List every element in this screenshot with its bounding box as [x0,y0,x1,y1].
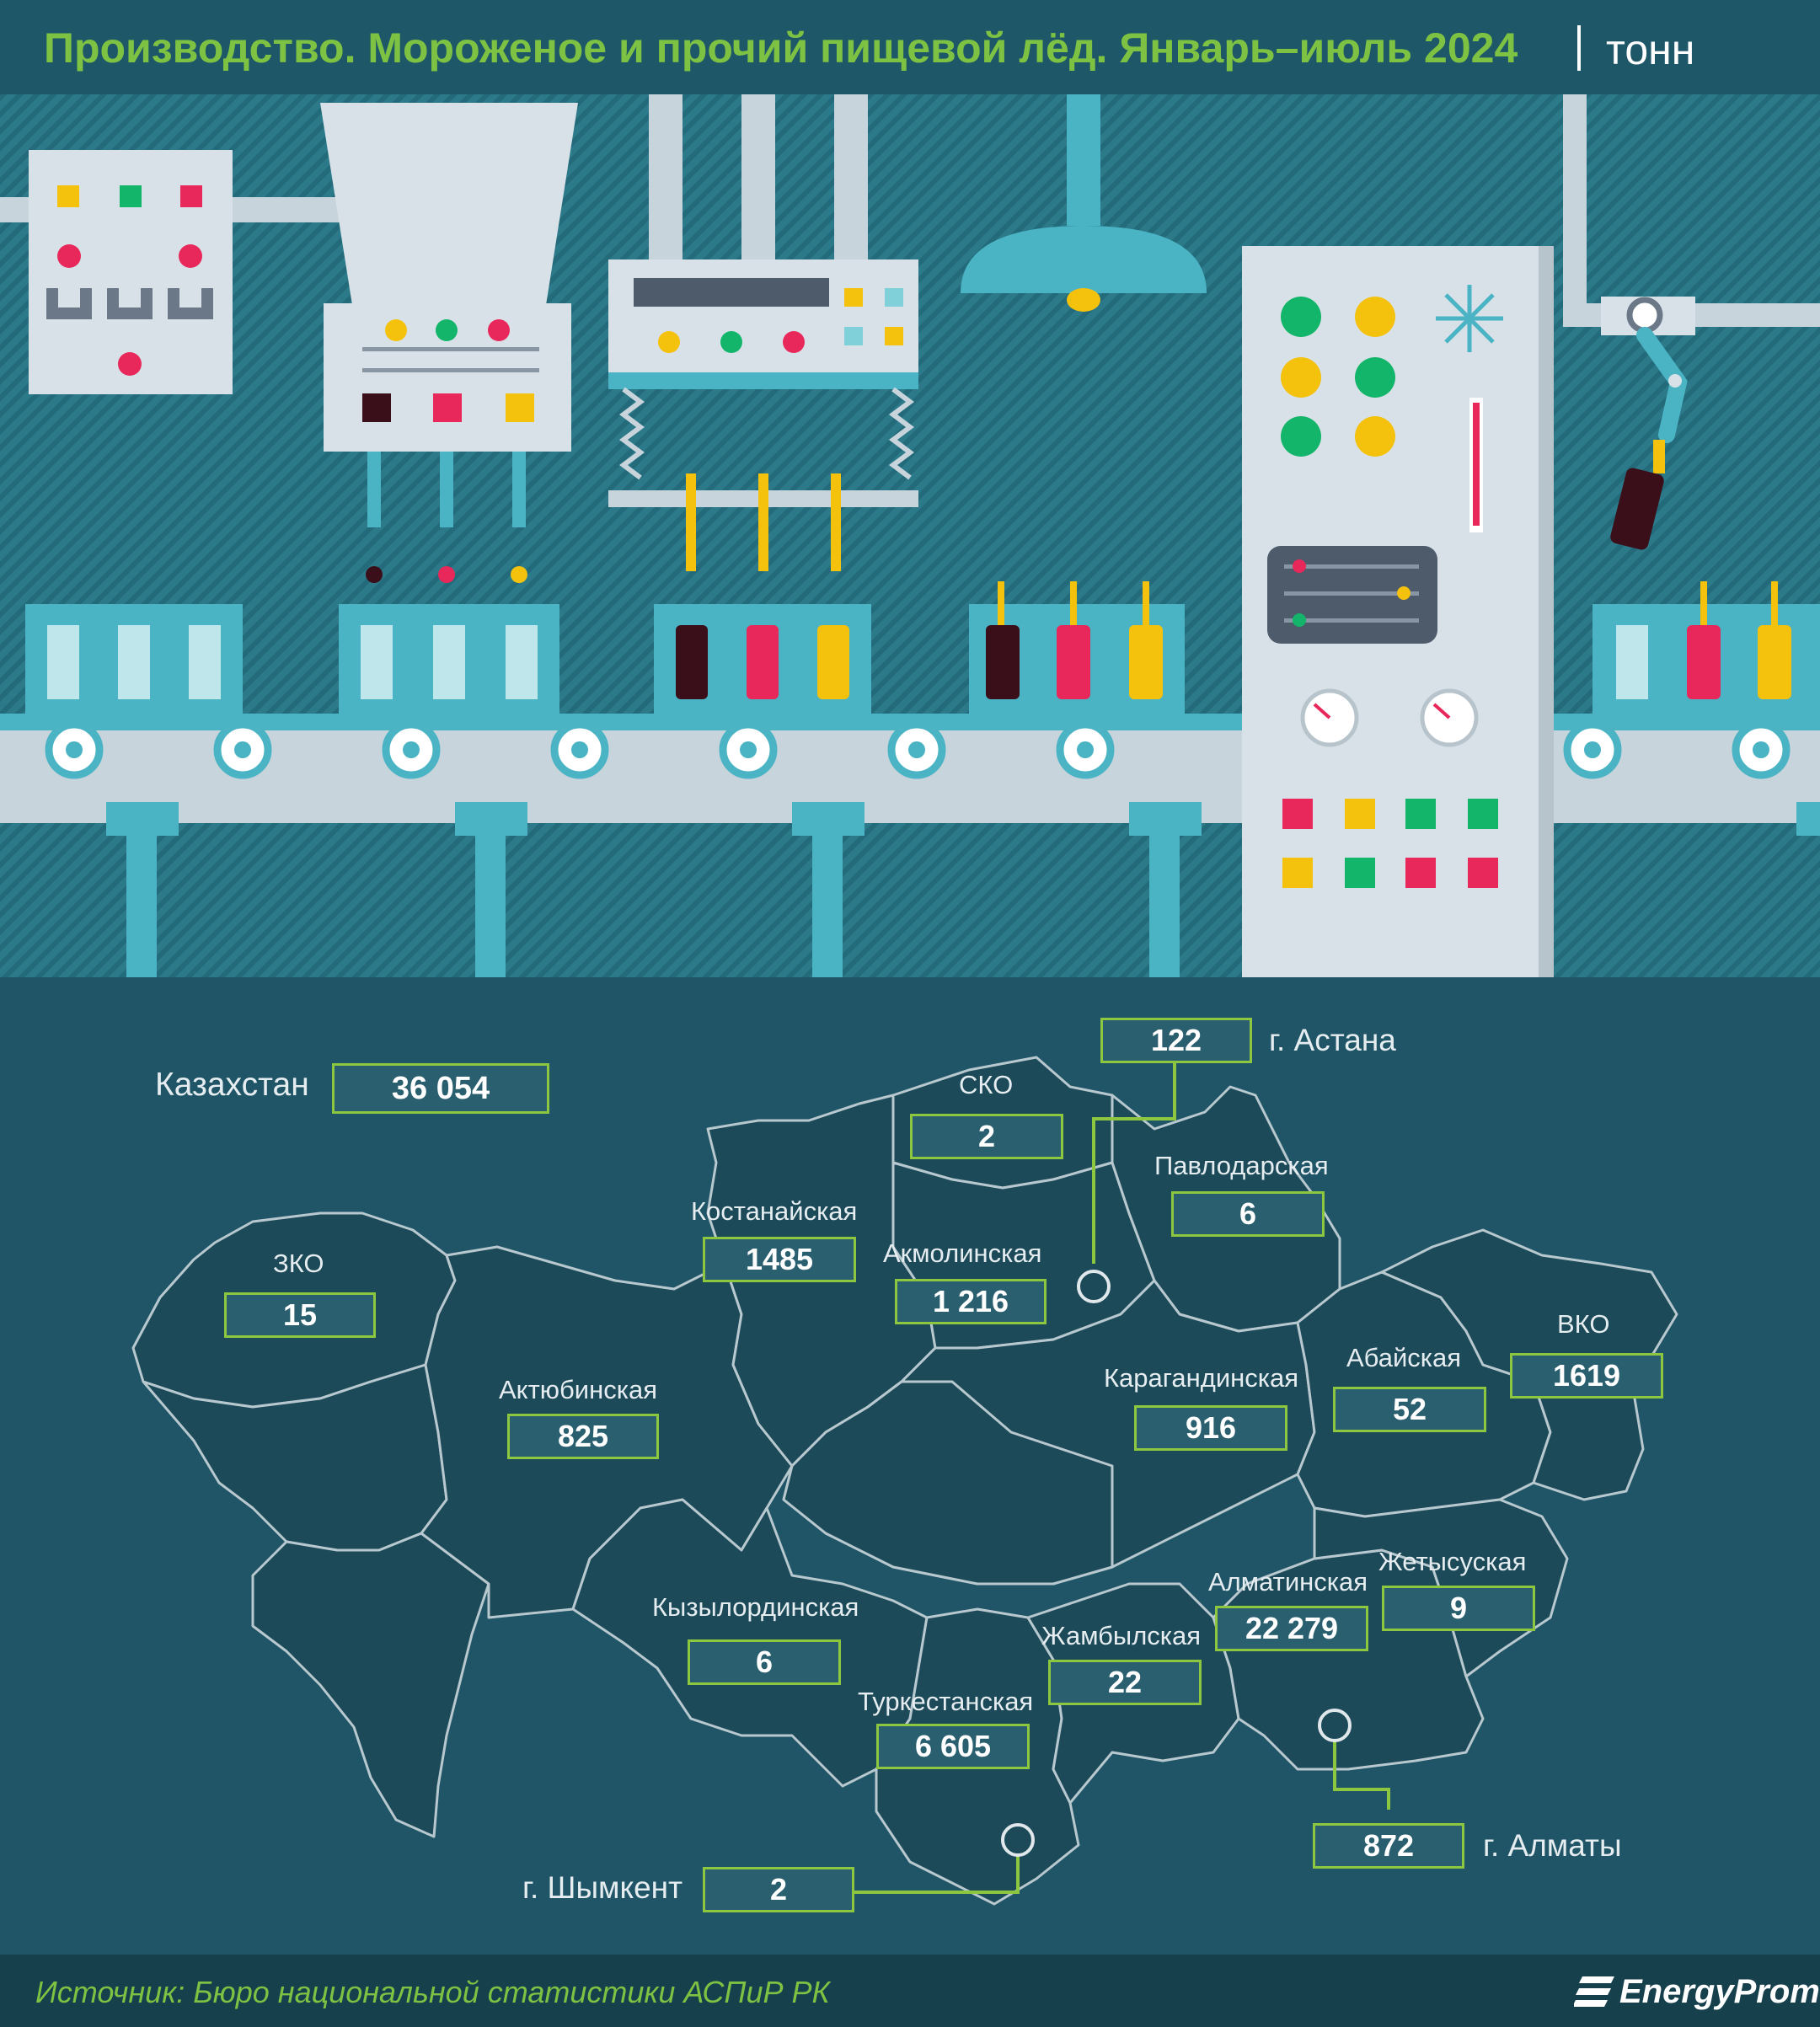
region-akmola-value: 1 216 [895,1279,1046,1324]
page-title: Производство. Мороженое и прочий пищевой… [44,24,1518,72]
stick-machine [608,259,918,571]
region-kostanay-name: Костанайская [691,1196,858,1226]
kazakhstan-map [131,1041,1678,1906]
factory-illustration [0,94,1820,977]
region-zhetysu-name: Жетысуская [1378,1547,1527,1576]
region-ulytau-shape [782,1380,1114,1586]
city-almaty-value: 872 [1313,1823,1464,1869]
control-panel-left [29,150,233,394]
lamp [961,94,1207,312]
region-pavlodar-name: Павлодарская [1154,1151,1329,1180]
region-zhambyl-value: 22 [1048,1660,1202,1705]
region-abai-value: 52 [1333,1387,1486,1432]
conveyor [0,581,1820,977]
astana-marker [1077,1270,1111,1303]
city-astana-name: г. Астана [1269,1023,1396,1057]
city-shymkent-value: 2 [703,1867,854,1912]
city-shymkent-name: г. Шымкент [522,1870,683,1905]
footer: Источник: Бюро национальной статистики А… [0,1955,1820,2027]
region-kostanay-value: 1485 [703,1237,856,1282]
shymkent-leader-line [854,1853,1020,1894]
region-akmola-name: Акмолинская [883,1238,1042,1268]
region-turkestan-name: Туркестанская [858,1687,1034,1716]
region-karaganda-name: Карагандинская [1104,1363,1299,1393]
total-value: 36 054 [332,1063,549,1114]
region-kyzylorda-value: 6 [688,1639,841,1685]
region-turkestan-value: 6 605 [876,1724,1030,1769]
region-karaganda-value: 916 [1134,1405,1287,1451]
source-note: Источник: Бюро национальной статистики А… [35,1975,830,2009]
brand-name: EnergyProm [1619,1973,1820,2010]
region-almaty-reg-value: 22 279 [1215,1606,1368,1651]
title-bar: Производство. Мороженое и прочий пищевой… [0,0,1820,94]
region-vko-name: ВКО [1557,1309,1610,1339]
region-sko-name: СКО [959,1070,1014,1099]
almaty-marker [1318,1709,1352,1742]
region-abai-name: Абайская [1346,1343,1462,1372]
title-separator [1577,25,1581,71]
region-almaty-reg-name: Алматинская [1208,1567,1368,1596]
astana-leader-line [1092,1041,1176,1264]
shymkent-marker [1001,1823,1035,1857]
filling-machine [320,103,578,583]
region-sko-value: 2 [910,1114,1063,1159]
almaty-leader-line [1333,1741,1390,1810]
total-name: Казахстан [155,1067,309,1103]
unit-label: тонн [1606,26,1695,73]
region-vko-value: 1619 [1510,1353,1663,1399]
region-aktobe-value: 825 [507,1414,659,1459]
city-almaty-name: г. Алматы [1483,1828,1622,1863]
region-mangystau-shape [251,1532,490,1838]
energyprom-logo-icon [1574,1976,1614,2007]
city-astana-value: 122 [1100,1018,1252,1063]
region-aktobe-name: Актюбинская [499,1375,657,1404]
region-zhetysu-value: 9 [1382,1586,1535,1631]
robot-arm [1601,297,1695,550]
control-cabinet [1242,246,1554,977]
region-pavlodar-value: 6 [1171,1191,1325,1237]
region-zko-name: ЗКО [273,1249,324,1278]
region-kyzylorda-name: Кызылординская [652,1592,859,1622]
region-zko-value: 15 [224,1292,376,1338]
region-zhambyl-name: Жамбылская [1041,1621,1202,1650]
